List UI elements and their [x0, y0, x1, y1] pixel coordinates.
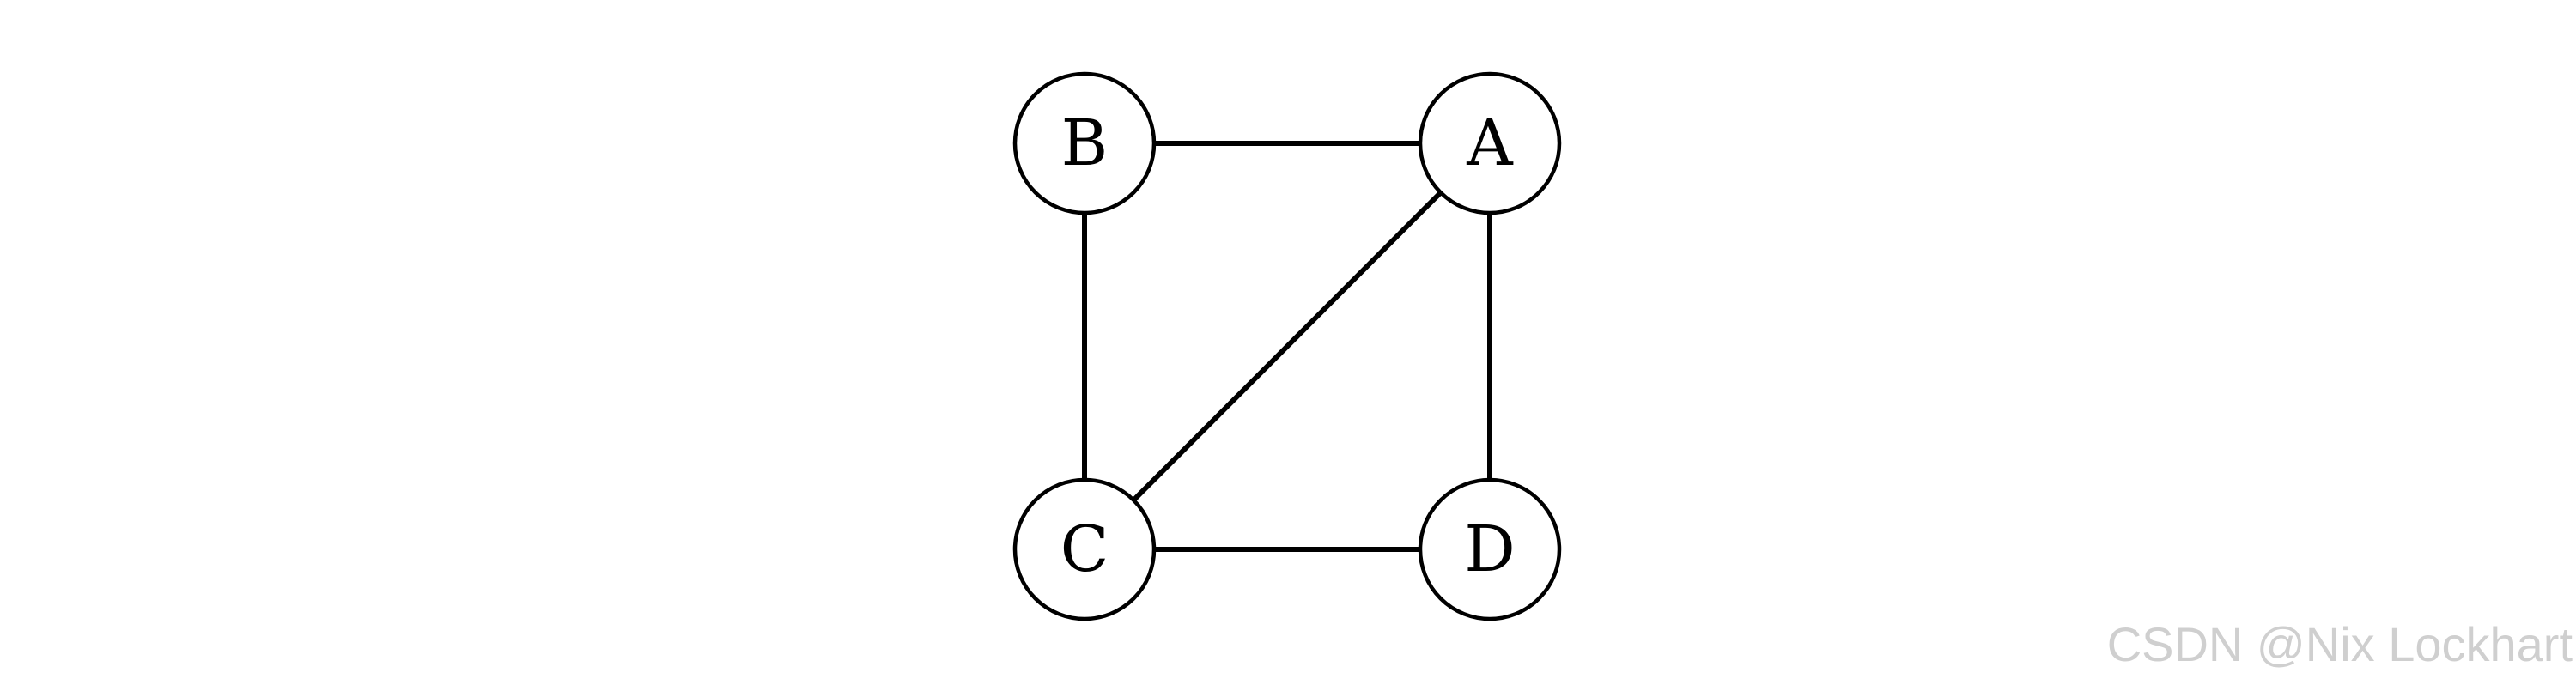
node-circle — [1012, 477, 1157, 621]
node-a: A — [1418, 71, 1562, 215]
node-label: D — [1464, 512, 1515, 586]
node-d: D — [1418, 477, 1562, 621]
edge-a-c — [1132, 191, 1443, 502]
node-b: B — [1012, 71, 1157, 215]
node-c: C — [1012, 477, 1157, 621]
node-circle — [1418, 71, 1562, 215]
node-label: A — [1466, 106, 1514, 180]
node-label: B — [1061, 106, 1108, 180]
watermark-text: CSDN @Nix Lockhart — [2106, 617, 2573, 671]
node-label: C — [1060, 512, 1109, 586]
graph-nodes: A B C D — [1012, 71, 1562, 621]
node-circle — [1418, 477, 1562, 621]
node-circle — [1012, 71, 1157, 215]
graph-edges — [1082, 141, 1492, 552]
